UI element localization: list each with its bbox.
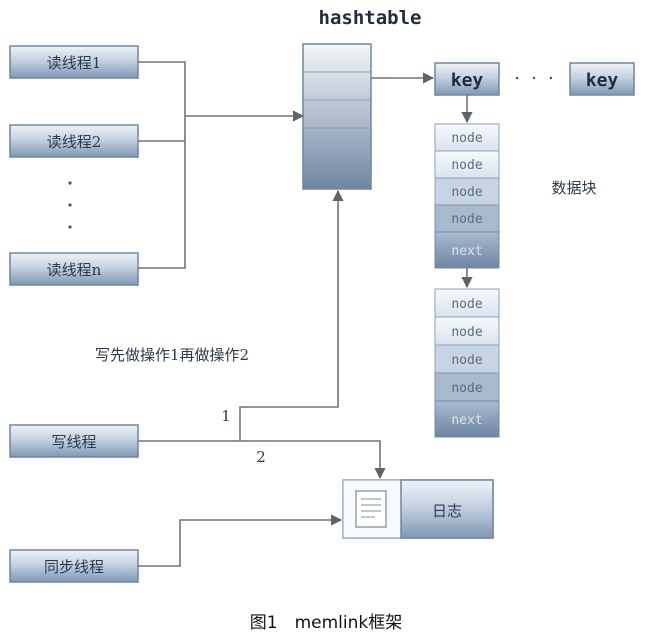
node-label: node: [451, 297, 482, 312]
sync-thread-label: 同步线程: [44, 558, 104, 576]
key-2-label: key: [586, 70, 619, 91]
hashtable: [302, 43, 372, 190]
sync-connector: [138, 514, 343, 567]
reader-connectors: [138, 61, 305, 269]
reader-thread-2: 读线程2: [9, 124, 139, 158]
node-label: node: [451, 212, 482, 227]
document-icon: [355, 490, 387, 528]
data-block-2: node node node node next: [434, 288, 500, 438]
key-box-1: key: [434, 62, 500, 96]
node-label: node: [451, 381, 482, 396]
writer-connectors: [138, 189, 386, 480]
path-2-label: 2: [256, 448, 266, 466]
next-label: next: [451, 413, 482, 428]
node-label: node: [451, 185, 482, 200]
key-ellipsis: · · ·: [513, 71, 555, 87]
node-label: node: [451, 353, 482, 368]
figure-caption: 图1 memlink框架: [250, 613, 402, 633]
data-block-1: node node node node next: [434, 123, 500, 269]
next-label: next: [451, 244, 482, 259]
reader-thread-1-label: 读线程1: [47, 54, 102, 72]
node-label: node: [451, 131, 482, 146]
path-1-label: 1: [221, 407, 231, 425]
hashtable-title: hashtable: [319, 7, 422, 29]
key-box-2: key: [569, 62, 635, 96]
writer-thread-label: 写线程: [51, 433, 96, 451]
reader-thread-n: 读线程n: [9, 252, 139, 286]
key-1-label: key: [451, 70, 484, 91]
log-box: 日志: [342, 479, 494, 539]
reader-thread-2-label: 读线程2: [47, 133, 102, 151]
node-label: node: [451, 325, 482, 340]
write-order-note: 写先做操作1再做操作2: [95, 346, 249, 364]
reader-thread-1: 读线程1: [9, 45, 139, 79]
data-block-label: 数据块: [551, 179, 596, 197]
writer-thread: 写线程: [9, 424, 139, 458]
reader-ellipsis: [68, 181, 72, 229]
reader-thread-n-label: 读线程n: [47, 261, 102, 279]
log-label: 日志: [432, 502, 462, 520]
sync-thread: 同步线程: [9, 549, 139, 583]
node-label: node: [451, 158, 482, 173]
